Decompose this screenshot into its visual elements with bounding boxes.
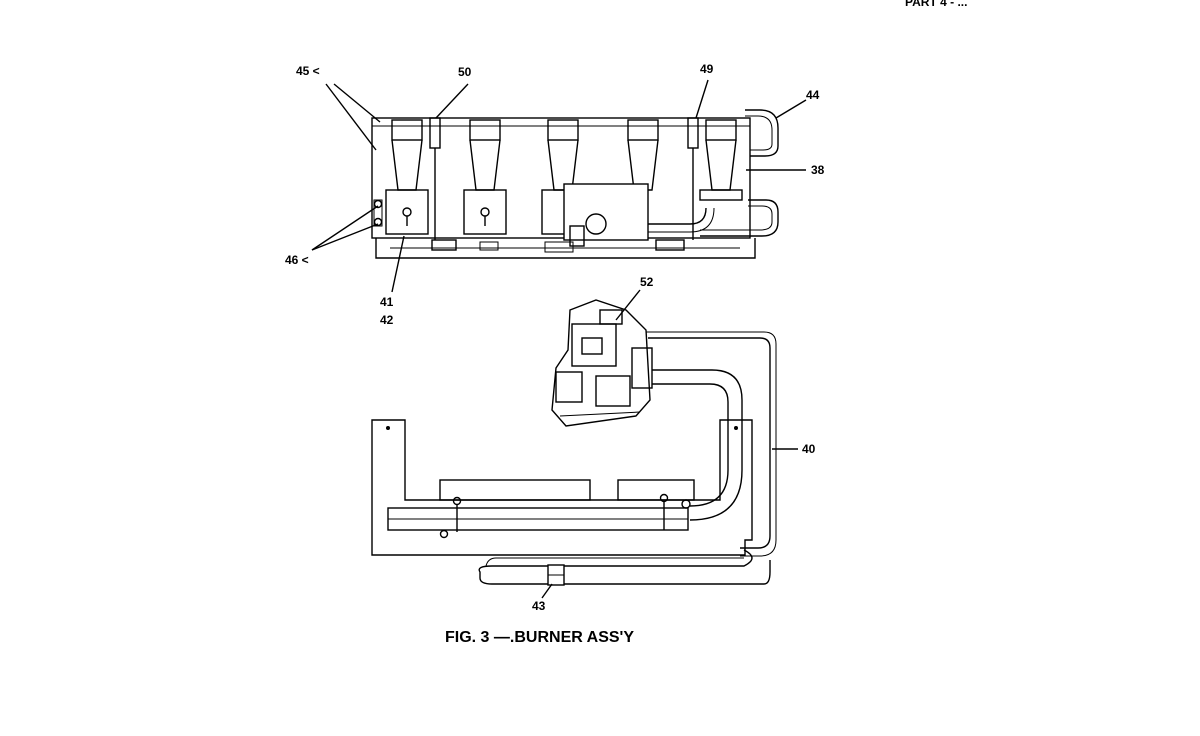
burner-assembly-top-view [371, 109, 779, 259]
callout-42: 42 [380, 313, 394, 327]
burner-4 [627, 119, 659, 191]
callout-41: 41 [380, 295, 394, 309]
callout-45: 45 < [296, 64, 320, 78]
burner-5 [699, 119, 743, 201]
callout-44: 44 [806, 88, 820, 102]
callout-43: 43 [532, 599, 546, 613]
manifold-assembly-view [371, 299, 777, 586]
callout-38: 38 [811, 163, 825, 177]
burner-3 [541, 119, 585, 235]
leader-lines [311, 79, 807, 599]
callout-46: 46 < [285, 253, 309, 267]
burner-1 [385, 119, 429, 235]
header-fragment: PART 4 - ... [905, 0, 967, 9]
manifold-clamps [439, 493, 691, 539]
gas-valve-top-view [563, 183, 715, 247]
callout-40: 40 [802, 442, 816, 456]
ignitor-50 [429, 117, 457, 251]
callout-52: 52 [640, 275, 654, 289]
flame-sensor-49 [655, 117, 699, 251]
callouts: 45 < 50 49 44 38 46 < 41 42 52 40 43 [285, 62, 825, 613]
callout-49: 49 [700, 62, 714, 76]
gas-valve-52 [551, 299, 653, 427]
callout-50: 50 [458, 65, 472, 79]
figure-caption: FIG. 3 —.BURNER ASS'Y [445, 629, 634, 646]
burner-2 [463, 119, 507, 235]
